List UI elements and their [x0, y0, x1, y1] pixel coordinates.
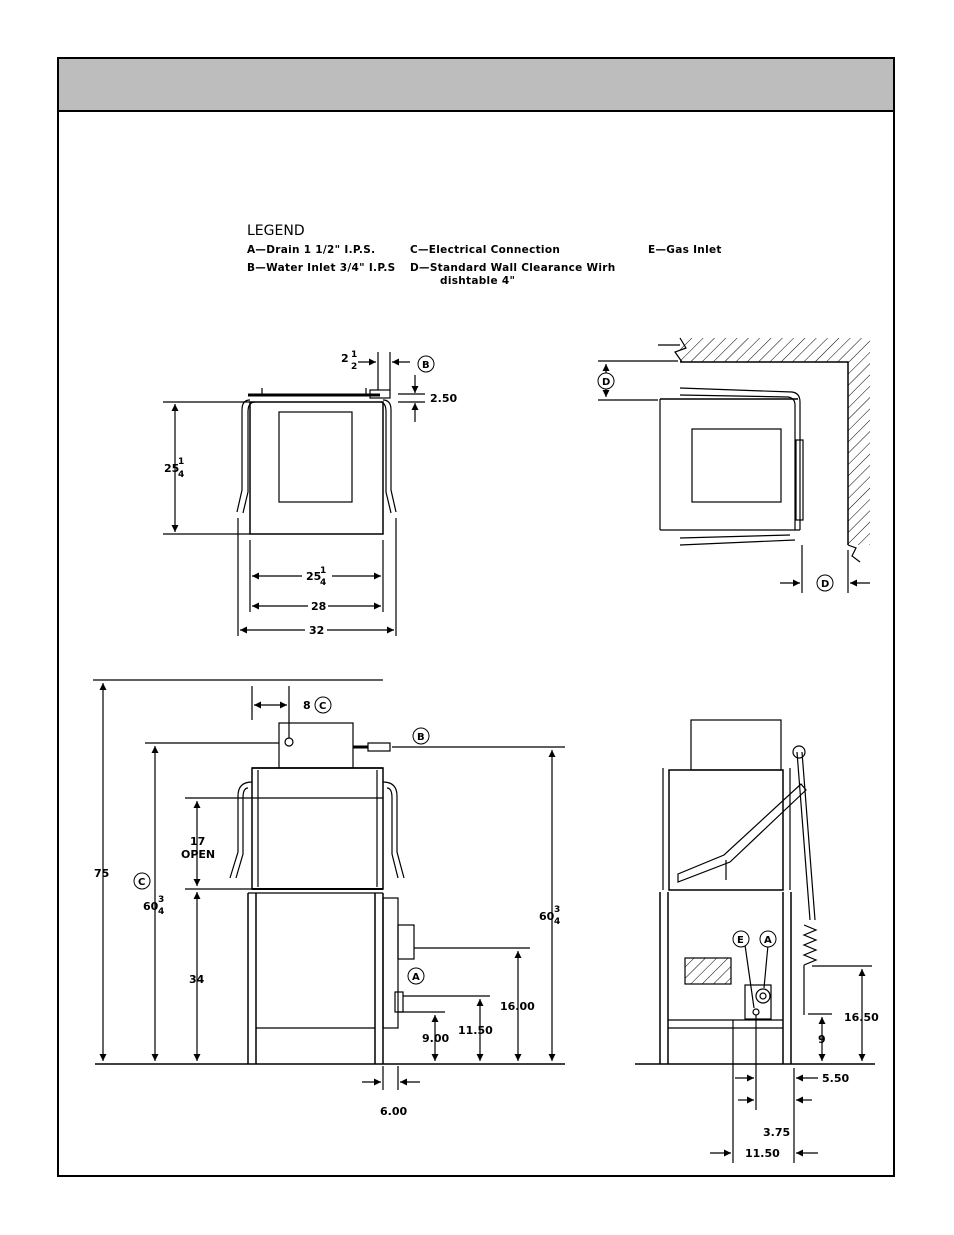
dim-2-half-den: 2 [351, 362, 357, 372]
dim-16-00: 16.00 [500, 1000, 535, 1013]
dim-3-75: 3.75 [763, 1126, 790, 1139]
dim-28: 28 [311, 600, 326, 613]
dim-75: 75 [94, 867, 109, 880]
dim-2-half-num: 1 [351, 350, 357, 360]
dim-60-whole-right: 60 [539, 910, 555, 923]
dim-8: 8 [303, 699, 311, 712]
dim-depth-num: 1 [178, 457, 184, 467]
dim-2-half-whole: 2 [341, 352, 349, 365]
dim-60-num-right: 3 [554, 905, 560, 915]
dim-5-50: 5.50 [822, 1072, 849, 1085]
callout-e-side: E [737, 935, 744, 946]
front-view-labels: 8 C B 75 C 60 3 4 17 OPEN 34 A 60 3 4 16… [94, 697, 560, 1118]
dim-60-den-right: 4 [554, 917, 560, 927]
legend-b: B—Water Inlet 3/4" I.P.S [247, 262, 396, 274]
legend-d2: dishtable 4" [440, 275, 515, 287]
dim-depth-den: 4 [178, 470, 184, 480]
callout-c-top: C [319, 701, 326, 712]
legend-a: A—Drain 1 1/2" I.P.S. [247, 244, 375, 256]
dim-11-50-side: 11.50 [745, 1147, 780, 1160]
callout-d-upper: D [602, 377, 610, 388]
callout-a-front: A [412, 972, 420, 983]
dim-60-whole-left: 60 [143, 900, 159, 913]
wall-clearance-labels: D D [598, 373, 833, 591]
legend-c: C—Electrical Connection [410, 244, 560, 256]
dim-60-den-left: 4 [158, 907, 164, 917]
dim-width-num: 1 [320, 566, 326, 576]
callout-b-top: B [422, 360, 430, 371]
legend-title: LEGEND [247, 223, 305, 239]
dim-9: 9 [818, 1033, 826, 1046]
dim-34: 34 [189, 973, 205, 986]
dim-open: OPEN [181, 848, 215, 861]
front-view [93, 680, 565, 1090]
legend-e: E—Gas Inlet [648, 244, 722, 256]
callout-b-front: B [417, 732, 425, 743]
side-view [635, 720, 875, 1163]
legend-d1: D—Standard Wall Clearance Wirh [410, 262, 616, 274]
dim-9-00: 9.00 [422, 1032, 449, 1045]
dim-32: 32 [309, 624, 324, 637]
wall-clearance-view [598, 338, 870, 593]
legend: LEGEND A—Drain 1 1/2" I.P.S. B—Water Inl… [247, 223, 722, 287]
dim-16-50: 16.50 [844, 1011, 879, 1024]
dim-60-num-left: 3 [158, 895, 164, 905]
dim-17: 17 [190, 835, 205, 848]
callout-a-side: A [764, 935, 772, 946]
dim-width-den: 4 [320, 578, 326, 588]
callout-d-lower: D [821, 579, 829, 590]
dim-2-50: 2.50 [430, 392, 457, 405]
dim-11-50-front: 11.50 [458, 1024, 493, 1037]
side-view-labels: E A 16.50 9 5.50 3.75 11.50 [733, 931, 879, 1160]
dim-6-00: 6.00 [380, 1105, 407, 1118]
top-view [163, 352, 425, 636]
top-view-labels: 2 1 2 B 2.50 25 1 4 25 1 4 28 32 [164, 350, 457, 637]
callout-c-side: C [138, 877, 145, 888]
